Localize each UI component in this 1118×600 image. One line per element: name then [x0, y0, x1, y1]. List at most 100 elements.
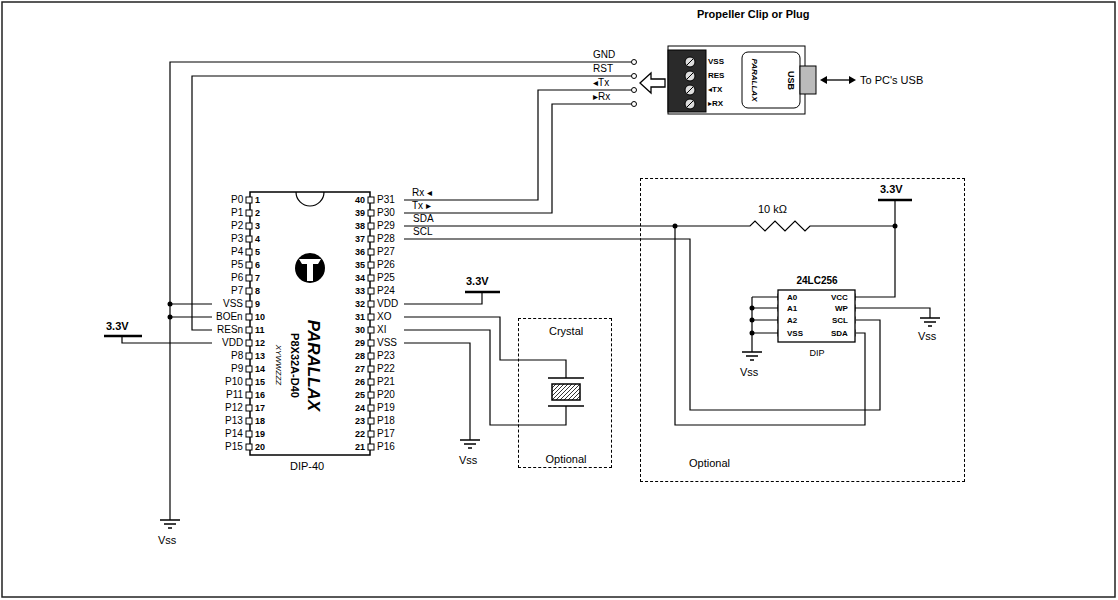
pin-number: 11: [255, 325, 265, 336]
pin-pad: [246, 197, 252, 203]
pin-pad: [368, 444, 374, 450]
signal-name: RST: [592, 64, 614, 74]
pin-number: 3: [255, 221, 260, 232]
pin-number: 34: [355, 273, 365, 284]
junction-dot: [168, 315, 173, 320]
ground-symbol: [742, 352, 762, 360]
pin-number: 37: [355, 234, 365, 245]
wire: [752, 297, 778, 352]
package-label: DIP-40: [290, 460, 324, 473]
pin-pad: [368, 314, 374, 320]
signal-wire: [404, 226, 865, 425]
ground-label: Vss: [918, 330, 936, 343]
supply-label: 3.3V: [106, 320, 129, 333]
junction-dot: [893, 224, 898, 229]
pin-number: 21: [355, 442, 365, 453]
ground-symbol: [920, 318, 940, 326]
pin-pad: [246, 405, 252, 411]
prop-plug-drawing: [632, 102, 637, 107]
crystal-symbol: [552, 384, 580, 400]
pin-pad: [368, 288, 374, 294]
pin-number: 26: [355, 377, 365, 388]
pin-pad: [368, 275, 374, 281]
pin-pad: [368, 340, 374, 346]
pin-number: 19: [255, 429, 265, 440]
pin-pad: [368, 223, 374, 229]
pin-number: 1: [255, 195, 260, 206]
pin-pad: [368, 431, 374, 437]
part-number: P8X32A-D40: [287, 333, 300, 398]
chip-body: [250, 192, 370, 455]
pin-pad: [246, 262, 252, 268]
resistor-value: 10 kΩ: [758, 203, 787, 216]
option-note: Optional: [689, 457, 730, 470]
pin-name: P18: [377, 415, 395, 427]
pin-number: 23: [355, 416, 365, 427]
pin-name: P1: [231, 207, 243, 219]
signal-wire: [404, 330, 518, 425]
pin-pad: [246, 275, 252, 281]
signal-wire: [404, 317, 518, 360]
signal-name: Rx ◂: [412, 187, 432, 199]
pin-name: P11: [226, 389, 243, 401]
pin-name: SDA: [831, 329, 848, 339]
signal-name: ▸Rx: [592, 92, 611, 102]
pin-name: P19: [377, 402, 395, 414]
pin-number: 6: [255, 260, 260, 271]
wire: [170, 316, 212, 317]
signal-name: Tx ▸: [412, 200, 431, 212]
pin-name: VCC: [831, 293, 848, 303]
pin-pad: [246, 301, 252, 307]
prop-plug-drawing: [632, 74, 637, 79]
pin-name: VSS: [377, 337, 397, 349]
brand-marking: PARALLAX: [304, 319, 323, 410]
eeprom-chip: 24LC256A0A1A2VSSVCCWPSCLSDADIP: [779, 273, 856, 359]
wire: [855, 200, 895, 297]
pin-pad: [246, 236, 252, 242]
usb-arrow: [849, 76, 856, 84]
ground-label: Vss: [459, 454, 477, 467]
ground-label: Vss: [740, 366, 758, 379]
pin-pad: [368, 405, 374, 411]
eeprom-body: [778, 290, 855, 342]
pin-name: P22: [377, 363, 395, 375]
pin-number: 14: [255, 364, 265, 375]
pin-number: 17: [255, 403, 265, 414]
pin-number: 13: [255, 351, 265, 362]
pin-pad: [246, 327, 252, 333]
pin-name: VDD: [222, 337, 243, 349]
prop-plug-drawing: [628, 62, 632, 104]
pin-pad: [368, 418, 374, 424]
wire: [855, 308, 930, 318]
supply-label: 3.3V: [880, 183, 903, 196]
pin-number: 29: [355, 338, 365, 349]
pin-name: P2: [231, 220, 243, 232]
pin-name: P15: [225, 441, 243, 453]
pin-number: 4: [255, 234, 260, 245]
pin-name: BOEn: [216, 311, 243, 323]
pin-name: P26: [377, 259, 395, 271]
junction-dot: [750, 306, 755, 311]
pin-number: 33: [355, 286, 365, 297]
pin-name: WP: [835, 304, 848, 314]
crystal-option-box: CrystalOptional: [518, 318, 612, 468]
pin-pad: [246, 379, 252, 385]
pin-name: P7: [231, 285, 243, 297]
pin-name: A1: [787, 304, 797, 314]
pin-number: 25: [355, 390, 365, 401]
prop-plug-drawing: [800, 66, 816, 94]
ground-label: Vss: [158, 534, 176, 547]
pin-pad: [368, 353, 374, 359]
pin-name: XI: [377, 324, 386, 336]
pin-name: P30: [377, 207, 395, 219]
prop-plug-drawing: [632, 88, 637, 93]
pin-name: RESn: [217, 324, 243, 336]
pin-name: P5: [231, 259, 243, 271]
crystal-symbol: [548, 378, 584, 406]
pin-pad: [246, 314, 252, 320]
pin-number: 31: [355, 312, 365, 323]
date-code: XYWWZZZ: [273, 345, 283, 385]
pin-number: 28: [355, 351, 365, 362]
eeprom-option-box: Optional 24LC256A0A1A2VSSVCCWPSCLSDADIP: [640, 178, 965, 482]
pin-number: 40: [355, 195, 365, 206]
